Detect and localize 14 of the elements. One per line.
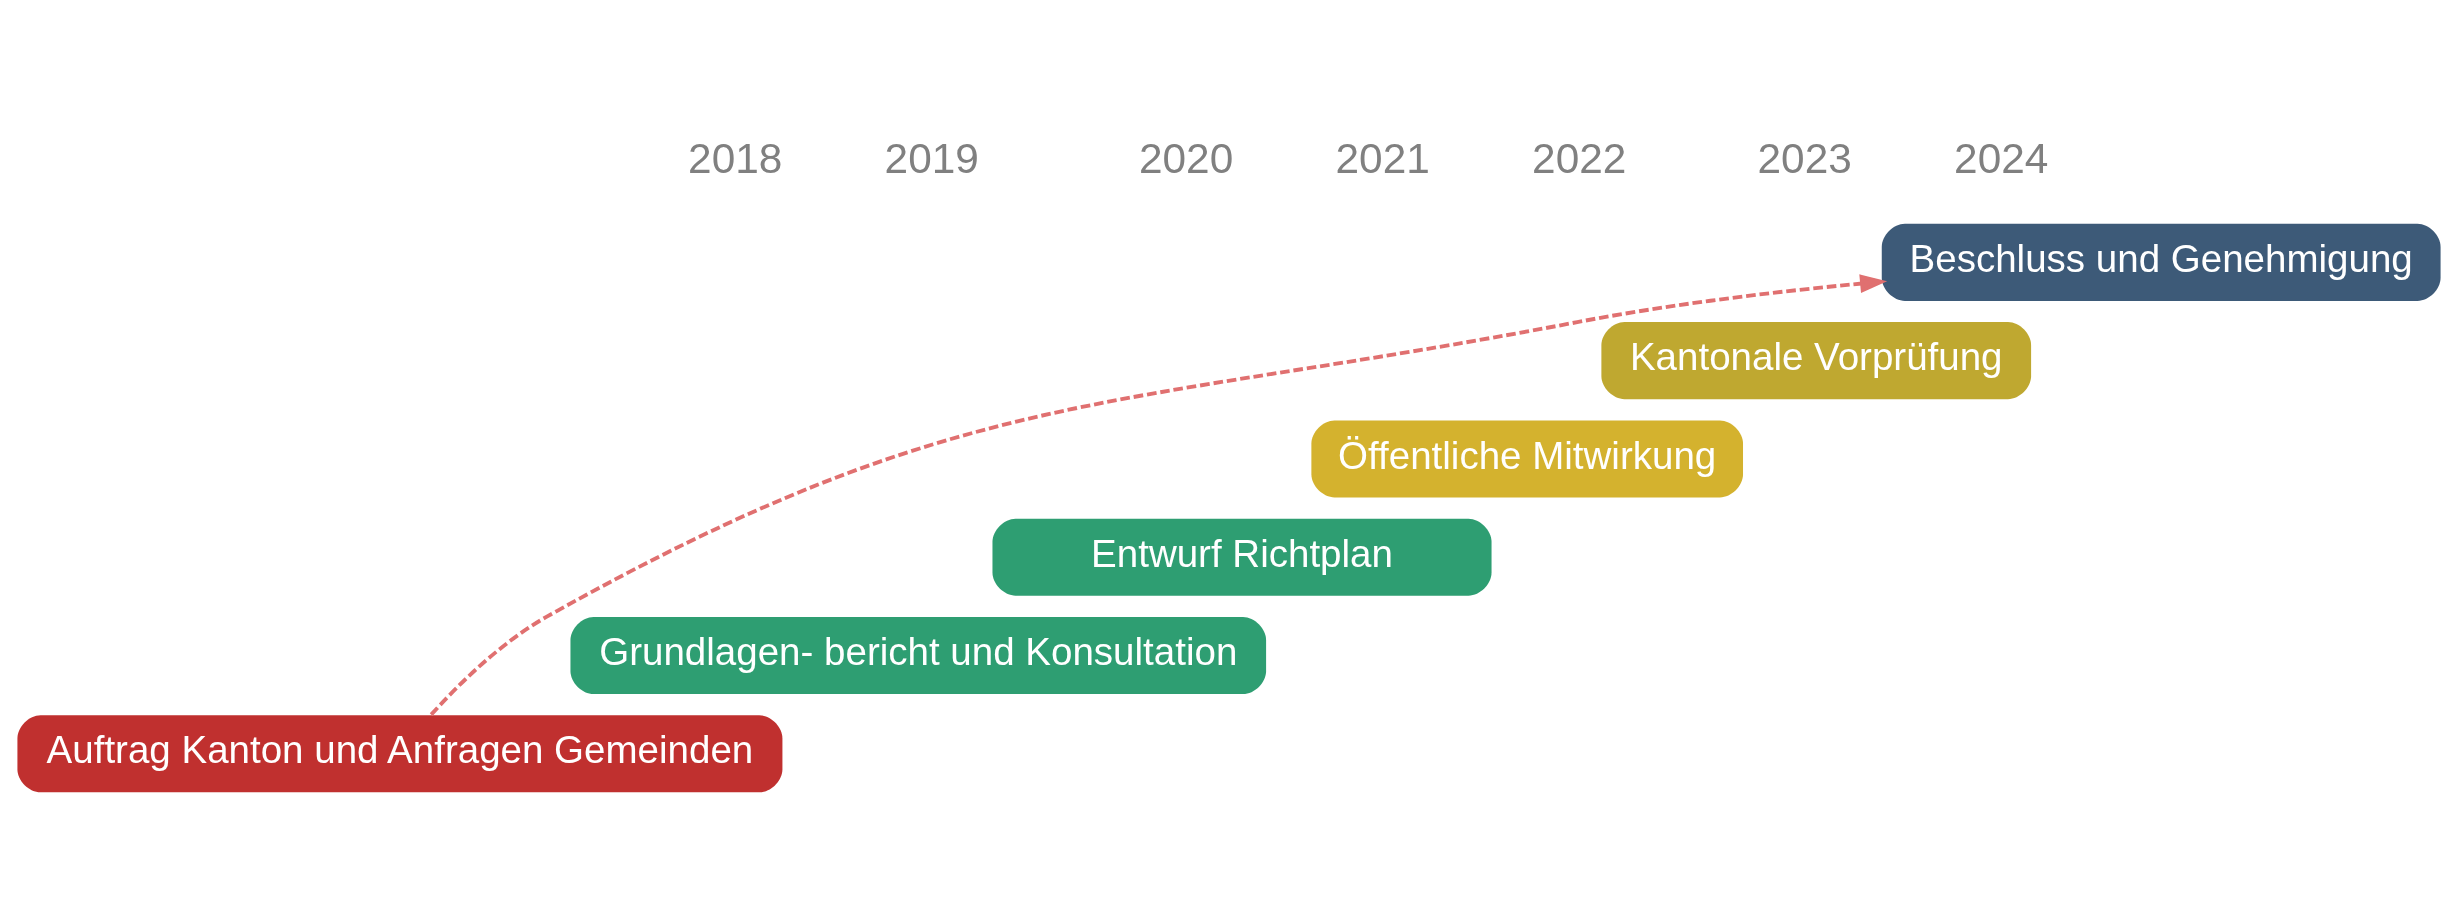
- node-box: Auftrag Kanton und Anfragen Gemeinden: [17, 714, 783, 792]
- label: 2019: [884, 134, 979, 182]
- node-box: Kantonale Vorprüfung: [1601, 321, 2032, 399]
- node-box: Öffentliche Mitwirkung: [1311, 419, 1743, 497]
- label: 2024: [1954, 134, 2049, 182]
- label: 2018: [688, 134, 783, 182]
- node-box: Entwurf Richtplan: [992, 518, 1492, 596]
- node-box: Grundlagen- bericht und Konsultation: [570, 616, 1267, 694]
- label: 2020: [1138, 134, 1234, 182]
- arrow: [429, 273, 1888, 716]
- label: 2023: [1757, 134, 1852, 182]
- label: 2022: [1532, 134, 1627, 182]
- node-box: Beschluss und Genehmigung: [1881, 223, 2441, 301]
- label: 2021: [1335, 134, 1430, 182]
